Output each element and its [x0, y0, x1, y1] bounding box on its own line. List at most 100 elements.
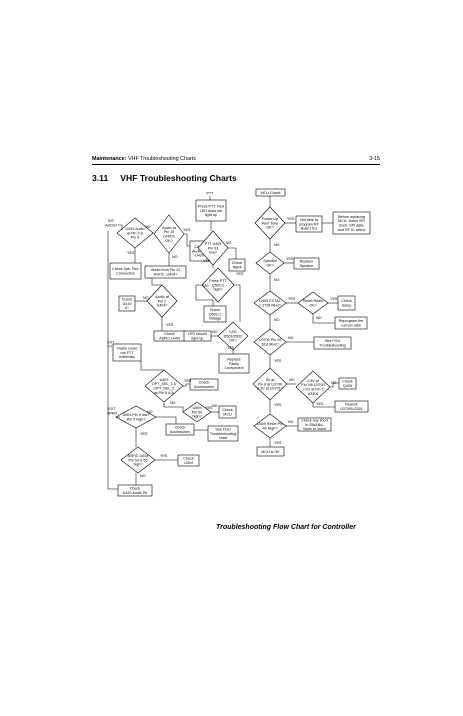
node-text-line: Check	[199, 381, 210, 385]
node-text-line: Check any short	[301, 419, 328, 423]
branch-label-no: NO	[172, 255, 178, 259]
node-text-line: Pin 3	[131, 236, 139, 240]
node-text-line: EXT	[108, 407, 116, 411]
node-text-line: OPT_SEL_1 &	[152, 382, 177, 386]
connector	[107, 231, 118, 490]
branch-label-no: NO	[274, 243, 280, 247]
node-text-line: Check	[122, 298, 133, 302]
node-text-line: Check	[232, 261, 243, 265]
node-text-line: Troubleshooting	[210, 432, 236, 436]
branch-label-yes: YES	[140, 432, 148, 436]
branch-label-yes: YES	[205, 406, 213, 410]
node-text-line: PTT	[108, 345, 116, 349]
node-text-line: U3700 Pin 10	[259, 338, 281, 342]
node-text-line: U433 Audio	[125, 227, 144, 231]
branch-label-no: NO	[212, 330, 218, 334]
branch-label-yes: YES	[160, 454, 168, 458]
branch-label-yes: YES	[236, 272, 244, 276]
node-text-line: at Pin 2 &	[127, 231, 144, 235]
box-outline	[109, 262, 142, 280]
node-text-line: U420 Audio PA	[123, 491, 148, 495]
node-text-line: Not able to	[300, 218, 318, 222]
node-text-line: Board ICs	[301, 227, 318, 231]
node-text-line: Accessories	[194, 385, 214, 389]
node-text-line: Audio at	[155, 295, 169, 299]
node-text-line: OK?	[266, 226, 273, 230]
node-text-line: not PTT	[120, 351, 134, 355]
node-text-line: Check	[130, 487, 141, 491]
node-text-line: high?	[192, 415, 201, 419]
branch-label-no: NO	[289, 378, 295, 382]
node-text-line: Pin 53	[208, 246, 218, 250]
box-outline	[207, 425, 239, 442]
node-text-line: Pin 54 & 55	[128, 458, 147, 462]
node-text-line: Reprogram the	[339, 319, 364, 323]
node-text-line: U409 Reset Pin	[257, 422, 283, 426]
connector	[163, 402, 184, 412]
node-text-line: 3.3V at Pin 3	[302, 387, 323, 391]
node-text-line: 44 High?	[263, 426, 278, 430]
node-text-line: Pin 15	[164, 230, 174, 234]
decision-diamond	[146, 284, 178, 318]
node-text-line: U503 Pin 9 low?	[123, 413, 150, 417]
box-outline	[112, 343, 142, 362]
node-text-line: clock, SPI data,	[339, 223, 365, 227]
node-text-line: D501/D502	[224, 334, 243, 338]
header-section-bold: Maintenance:	[92, 156, 127, 162]
branch-label-yes: YES	[274, 441, 282, 445]
branch-label-no: NO	[140, 474, 146, 478]
node-text-line: SPKR	[107, 411, 117, 415]
node-text-line: to SWABA,	[305, 423, 323, 427]
node-text-line: Check	[341, 299, 352, 303]
box-outline	[144, 265, 187, 279]
node-text-line: Troubleshooting	[319, 343, 345, 347]
node-text-line: ASFIC U404	[159, 336, 180, 340]
node-text-line: 2.5V at	[307, 379, 319, 383]
node-text-line: 5V at	[266, 378, 275, 382]
branch-label-yes: YES	[166, 323, 174, 327]
node-text-line: R804	[233, 265, 242, 269]
branch-label-no: NO	[288, 420, 294, 424]
node-text-line: U404?	[157, 304, 168, 308]
branch-label-no: NO	[226, 241, 232, 245]
box-outline	[177, 454, 200, 467]
node-text-line: Replace	[227, 358, 241, 362]
box-outline	[313, 336, 352, 350]
node-text-line: Speaker	[263, 259, 278, 263]
figure-caption: Troubleshooting Flow Chart for Controlle…	[216, 524, 356, 531]
node-text-line: 3.3V at U3701?	[257, 387, 283, 391]
branch-label-no: NO	[288, 336, 294, 340]
header-rule	[92, 164, 380, 165]
connector	[184, 233, 190, 247]
node-text-line: MCU, check SPI	[338, 219, 365, 223]
node-text-line: Check	[175, 426, 186, 430]
node-text-line: U410	[123, 302, 132, 306]
node-text-line: Q502-2	[212, 283, 224, 287]
branch-label-no: NO	[143, 296, 149, 300]
node-text-line: Check	[210, 308, 221, 312]
connector	[195, 284, 214, 306]
node-text-line: light up	[205, 213, 217, 217]
node-text-line: See FGU	[215, 428, 231, 432]
